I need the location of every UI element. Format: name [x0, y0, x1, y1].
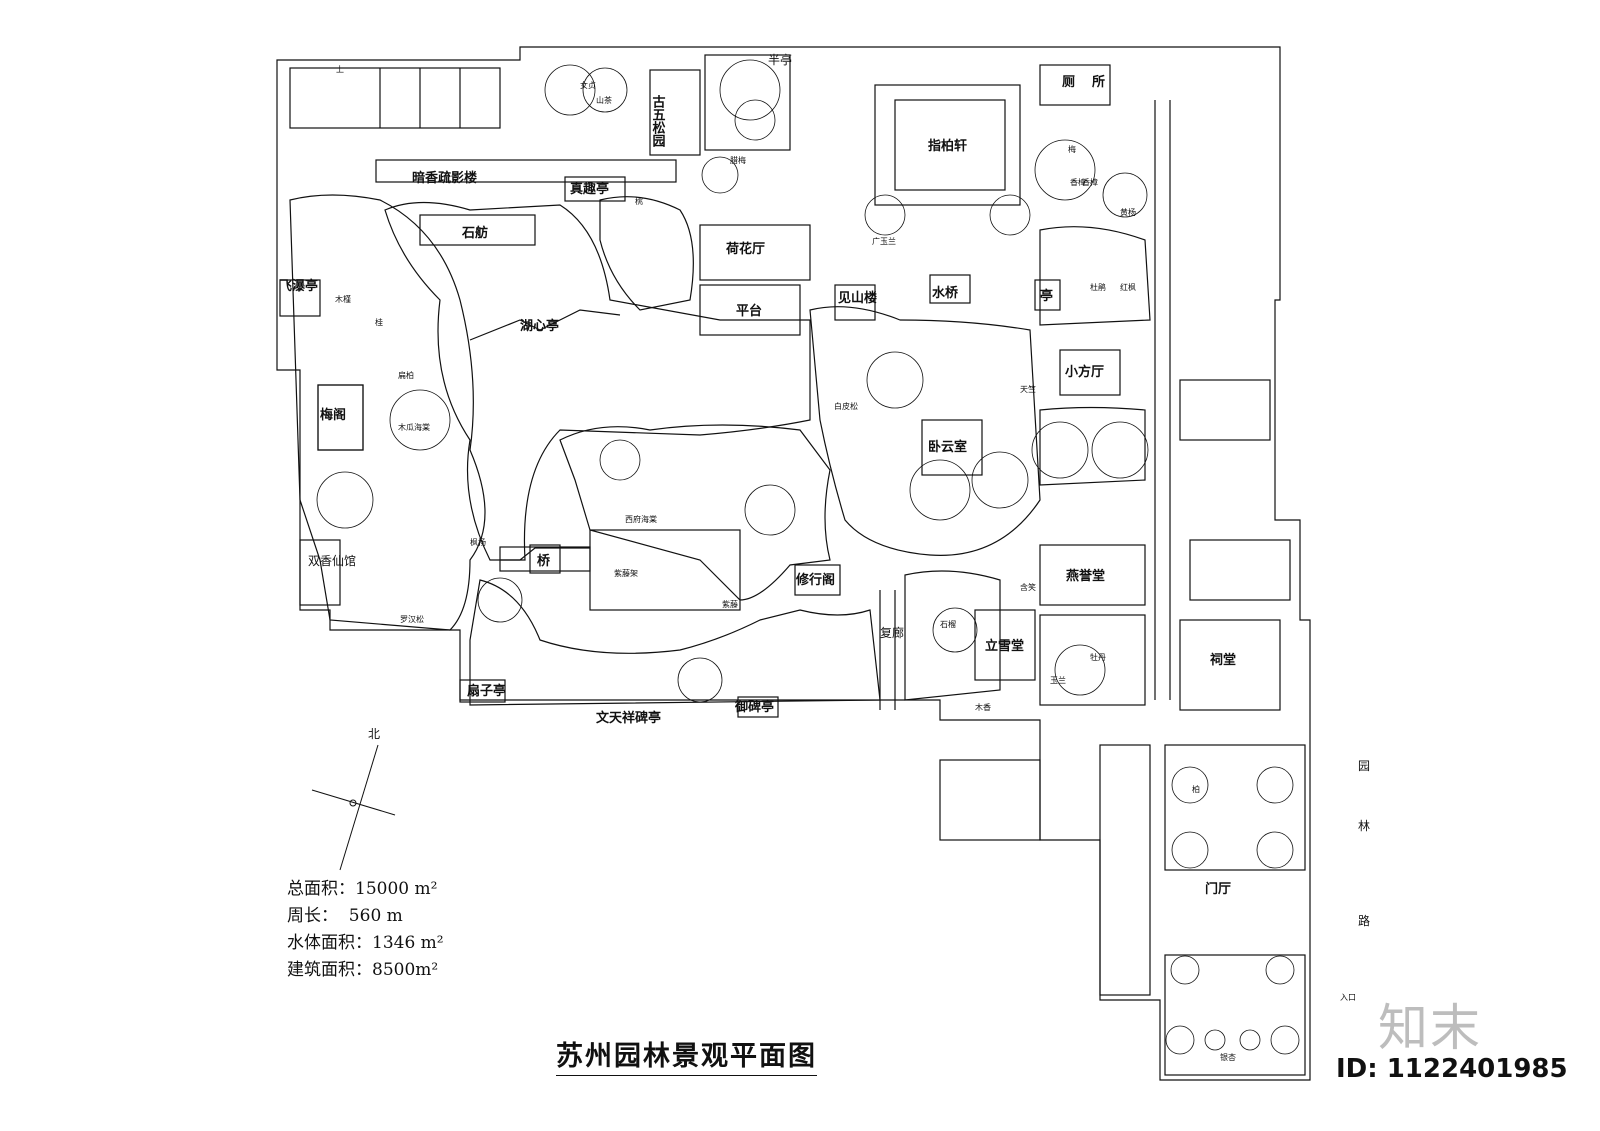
label-building-27: 祠堂	[1210, 652, 1236, 668]
label-building-16: 梅阁	[320, 407, 346, 423]
label-plant-25: 天竺	[1020, 384, 1036, 394]
label-plant-16: 枫杨	[470, 537, 486, 547]
label-building-0: 暗香疏影楼	[412, 170, 477, 186]
label-building-18: 双香仙馆	[308, 553, 356, 568]
label-building-26: 立雪堂	[985, 638, 1024, 654]
stat-water-area: 水体面积：1346 m²	[287, 933, 444, 953]
label-plant-17: 木槿	[335, 294, 351, 304]
label-building-23: 文天祥碑亭	[596, 710, 661, 726]
label-plant-8: 石榴	[940, 619, 956, 629]
label-building-8: 厕	[1062, 75, 1075, 90]
label-building-1: 石舫	[461, 225, 488, 241]
label-plant-9: 梅	[1068, 144, 1076, 154]
label-plant-15: 红枫	[1120, 282, 1136, 292]
label-building-14: 亭	[1040, 288, 1053, 304]
watermark-logo: 知末	[1378, 999, 1482, 1057]
label-plant-0: 女贞	[580, 80, 596, 90]
label-building-10: 飞瀑亭	[279, 278, 318, 294]
label-plant-4: 木瓜海棠	[398, 422, 430, 432]
label-plant-12: 牡丹	[1090, 652, 1106, 662]
label-plant-6: 紫藤架	[614, 568, 638, 578]
label-plant-27: 含笑	[1020, 582, 1036, 592]
label-plant-28: 桃	[635, 196, 643, 206]
label-building-7: 指柏轩	[928, 138, 967, 154]
label-building-12: 见山楼	[838, 290, 877, 306]
label-building-21: 燕誉堂	[1066, 568, 1105, 584]
label-plant-5: 紫藤	[722, 599, 738, 609]
label-building-25: 复廊	[880, 625, 904, 640]
label-building-22: 扇子亭	[467, 683, 506, 699]
label-plant-7: 柏	[1192, 784, 1200, 794]
label-plant-14: 桂	[375, 317, 383, 327]
label-building-24: 御碑亭	[734, 699, 774, 715]
label-plant-1: 广玉兰	[872, 236, 896, 246]
label-building-15: 小方厅	[1065, 364, 1104, 380]
label-building-9: 所	[1092, 74, 1105, 90]
stat-building-area: 建筑面积：8500m²	[287, 960, 439, 980]
label-building-29: 上	[336, 65, 344, 74]
map-title: 苏州园林景观平面图	[556, 1034, 817, 1076]
stat-total-area: 总面积：15000 m²	[287, 879, 438, 899]
label-plant-13: 杜鹃	[1090, 282, 1106, 292]
label-building-20: 修行阁	[795, 572, 835, 588]
label-plant-21: 银杏	[1220, 1052, 1236, 1062]
stat-perimeter: 周长： 560 m	[287, 906, 403, 926]
label-plant-23: 罗汉松	[400, 614, 424, 624]
label-building-11: 湖心亭	[520, 318, 559, 334]
label-plant-18: 扁柏	[398, 370, 414, 380]
label-plant-20: 山茶	[596, 95, 612, 105]
label-building-19: 桥	[537, 553, 551, 569]
label-building-13: 水桥	[932, 285, 959, 301]
label-building-4: 半亭	[768, 52, 792, 67]
label-plant-2: 白皮松	[834, 401, 858, 411]
road-label: 园林路	[1358, 759, 1370, 928]
label-plant-10: 香樟	[1082, 177, 1098, 187]
entrance-label: 入口	[1340, 993, 1356, 1002]
label-building-28: 门厅	[1205, 881, 1231, 897]
label-building-6: 平台	[736, 303, 762, 319]
site-statistics: 总面积：15000 m² 周长： 560 m 水体面积：1346 m² 建筑面积…	[287, 876, 444, 984]
label-plant-11: 黄杨	[1120, 207, 1136, 217]
label-building-3: 古五松园	[650, 94, 666, 148]
watermark-id: ID: 1122401985	[1336, 1054, 1568, 1084]
label-building-5: 荷花厅	[725, 241, 765, 257]
label-plant-26: 香樟	[1070, 177, 1086, 187]
label-plant-22: 玉兰	[1050, 675, 1066, 685]
label-building-2: 真趣亭	[570, 181, 609, 197]
label-building-17: 卧云室	[928, 439, 967, 455]
label-plant-19: 腊梅	[730, 155, 746, 165]
north-label: 北	[368, 727, 380, 741]
label-plant-3: 西府海棠	[625, 514, 657, 524]
label-plant-24: 木香	[975, 702, 991, 712]
north-arrow	[311, 744, 396, 871]
